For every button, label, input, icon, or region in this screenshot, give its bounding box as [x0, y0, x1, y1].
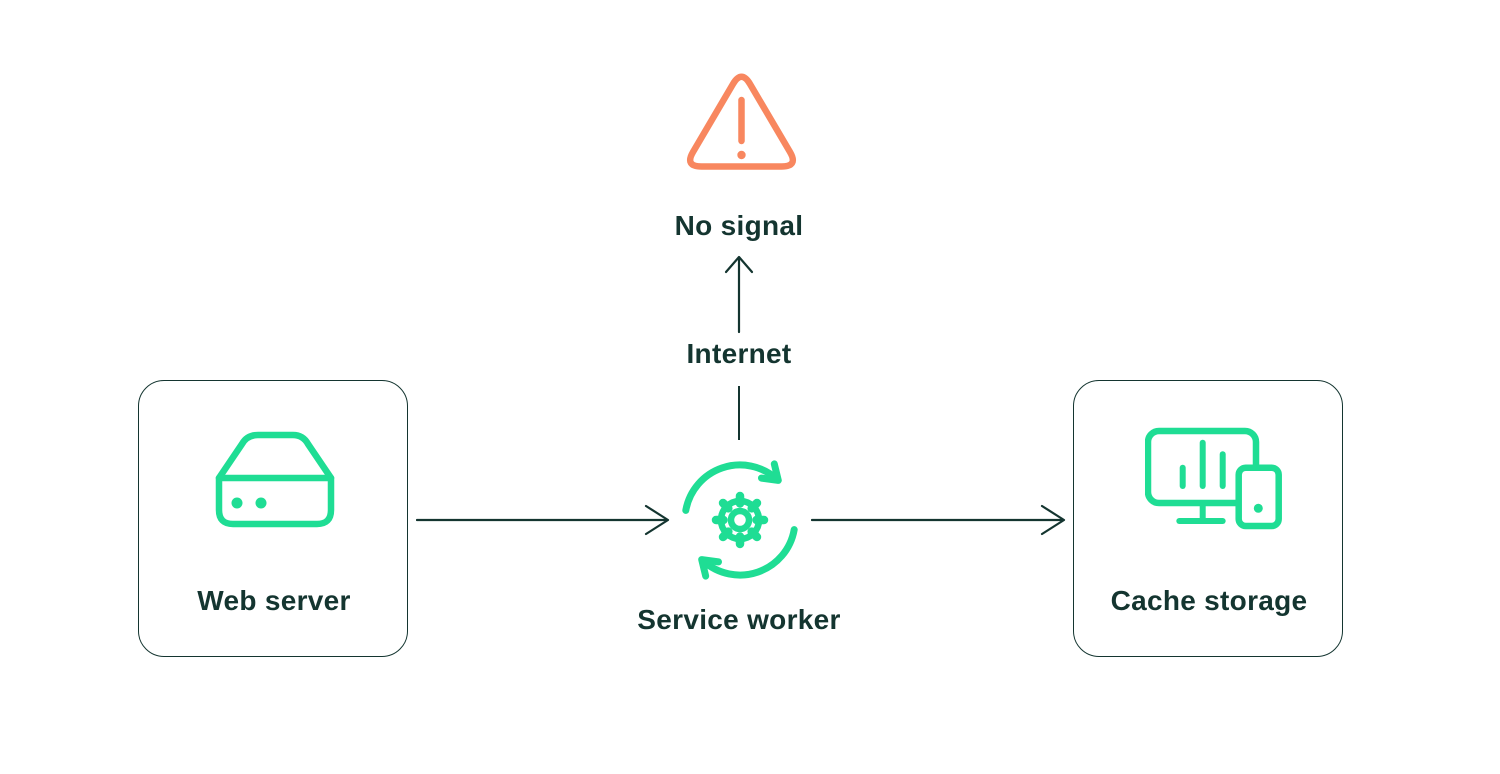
cache-storage-box: Cache storage	[1073, 380, 1343, 657]
internet-connector-line	[738, 386, 740, 440]
web-server-box: Web server	[138, 380, 408, 657]
sync-gear-icon	[682, 460, 798, 580]
no-signal-label: No signal	[674, 210, 804, 241]
arrow-up-icon	[724, 255, 754, 334]
arrow-right-service-worker-to-cache-storage	[811, 504, 1066, 536]
web-server-label: Web server	[197, 585, 351, 616]
service-worker-label: Service worker	[637, 604, 841, 635]
devices-icon	[1145, 427, 1282, 530]
arrow-right-web-server-to-service-worker	[416, 504, 670, 536]
server-icon	[215, 431, 335, 528]
cache-storage-label: Cache storage	[1110, 585, 1308, 616]
internet-label: Internet	[686, 338, 792, 369]
warning-triangle-icon	[686, 73, 797, 170]
